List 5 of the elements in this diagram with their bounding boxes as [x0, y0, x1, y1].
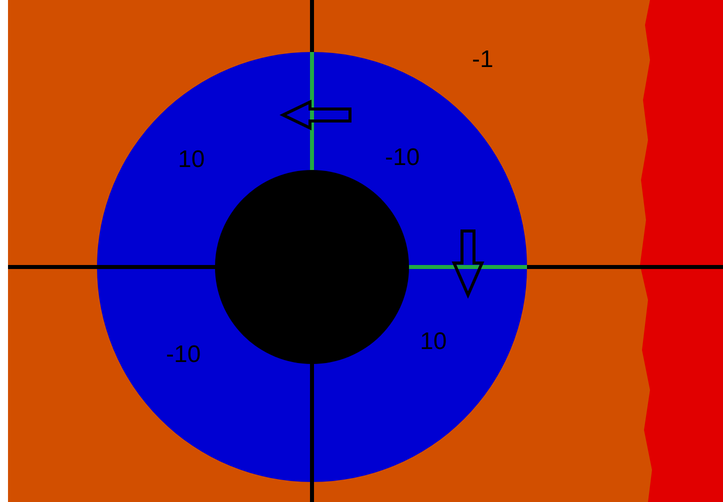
region-value: -10	[385, 146, 420, 170]
region-value: -10	[166, 343, 201, 367]
region-value: 10	[420, 330, 447, 354]
region-value: 10	[178, 148, 205, 172]
region-value: -1	[472, 48, 494, 72]
